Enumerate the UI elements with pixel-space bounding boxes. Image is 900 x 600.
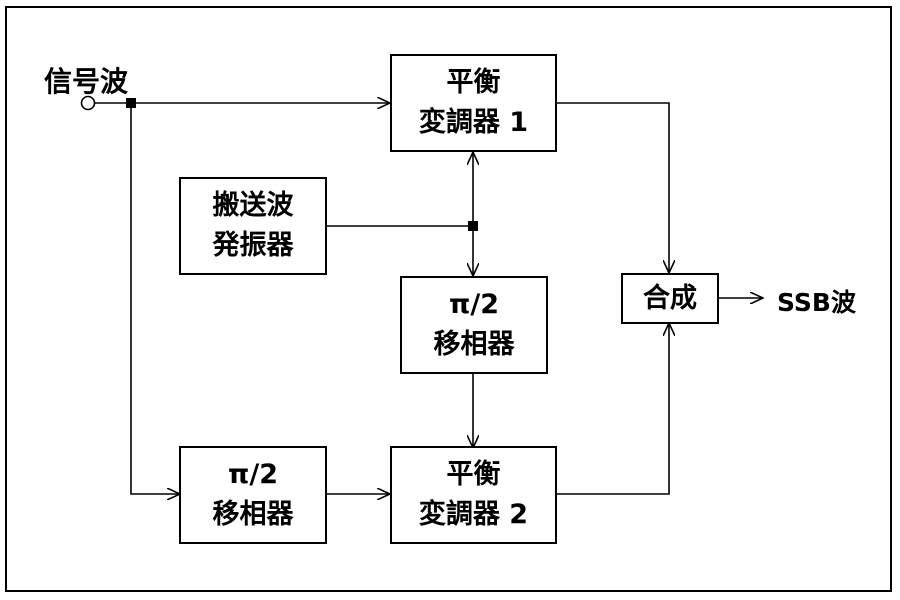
carrier-oscillator-line2: 発振器 bbox=[212, 230, 294, 261]
wire-mod1-to-combiner bbox=[556, 102, 669, 273]
diagram-frame bbox=[5, 6, 892, 592]
carrier-oscillator-line1: 搬送波 bbox=[212, 190, 294, 221]
balanced-modulator-1-line1: 平衡 bbox=[446, 67, 501, 98]
balanced-modulator-2-line2: 変調器 2 bbox=[418, 499, 529, 530]
phase-shifter-lower-line1: π/2 bbox=[227, 459, 278, 490]
phase-shifter-middle-line1: π/2 bbox=[448, 289, 499, 320]
phase-shifter-lower: π/2 移相器 bbox=[179, 446, 327, 544]
wire-mod2-to-combiner bbox=[556, 323, 669, 495]
phase-shifter-middle: π/2 移相器 bbox=[400, 276, 548, 374]
junction-dot-input bbox=[126, 98, 136, 108]
output-label: SSB波 bbox=[777, 288, 856, 317]
balanced-modulator-1-line2: 変調器 1 bbox=[418, 107, 529, 138]
balanced-modulator-1: 平衡 変調器 1 bbox=[390, 54, 557, 152]
combiner-label: 合成 bbox=[643, 282, 697, 314]
input-terminal bbox=[80, 95, 96, 111]
carrier-oscillator: 搬送波 発振器 bbox=[179, 177, 327, 275]
balanced-modulator-2-line1: 平衡 bbox=[446, 459, 501, 490]
phase-shifter-middle-line2: 移相器 bbox=[433, 329, 515, 360]
wire-input-to-phase-low bbox=[130, 103, 180, 494]
combiner: 合成 bbox=[621, 273, 719, 324]
input-label: 信号波 bbox=[44, 65, 129, 98]
phase-shifter-lower-line2: 移相器 bbox=[212, 499, 294, 530]
junction-dot-carrier bbox=[468, 221, 478, 231]
balanced-modulator-2: 平衡 変調器 2 bbox=[390, 446, 557, 544]
